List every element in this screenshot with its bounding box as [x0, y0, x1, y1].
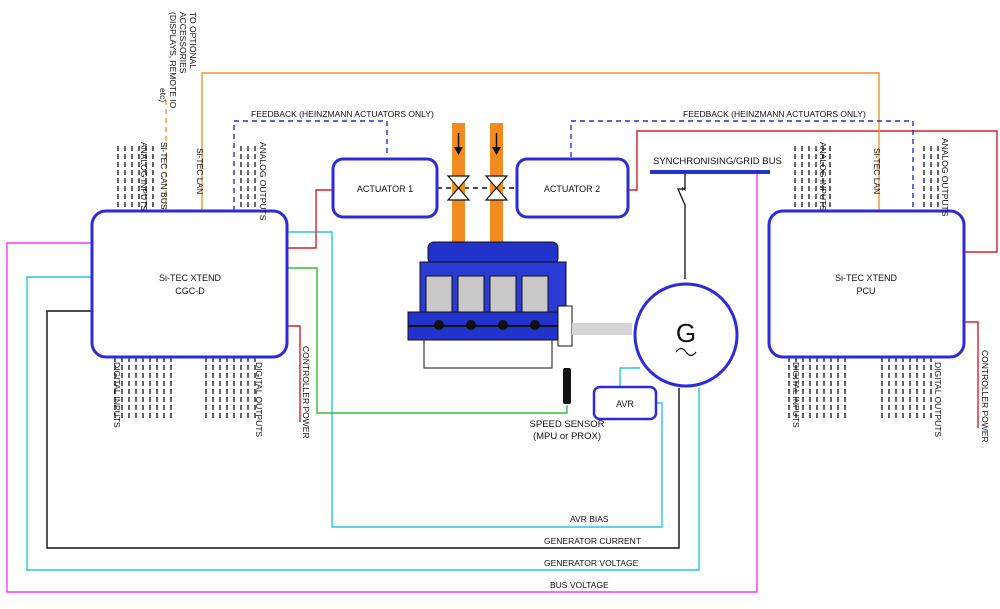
- cgc-title: Si-TEC XTEND: [159, 273, 222, 283]
- optional-accessories-label-4: etc): [158, 88, 168, 102]
- left-analog-inputs-label: ANALOG INPUTS: [139, 142, 149, 211]
- right-digital-outputs-label: DIGITAL OUTPUTS: [933, 362, 943, 437]
- feedback-left-label: FEEDBACK (HEINZMANN ACTUATORS ONLY): [251, 109, 434, 119]
- speed-sensor-label-2: (MPU or PROX): [533, 431, 601, 442]
- lan-wire: [201, 72, 880, 211]
- left-analog-outputs-label: ANALOG OUTPUTS: [258, 142, 268, 221]
- left-bottom-io-lines: [114, 357, 256, 420]
- feedback-right-wire: [570, 120, 914, 211]
- optional-accessories-label-2: ACCESSORIES: [178, 12, 188, 74]
- right-digital-inputs-label: DIGITAL INPUTS: [791, 362, 801, 428]
- right-top-io-lines: [794, 146, 939, 211]
- speed-sensor-wire: [287, 267, 568, 414]
- generator-voltage-label: GENERATOR VOLTAGE: [544, 558, 639, 568]
- generator-symbol: [633, 282, 739, 388]
- breaker-symbol: ×: [681, 184, 687, 195]
- cgc-controller-box[interactable]: [90, 209, 289, 359]
- ac-wave-icon: [675, 347, 697, 357]
- bus-voltage-wire: [6, 172, 758, 593]
- feedback-left-wire: [233, 120, 388, 211]
- right-analog-inputs-label: ANALOG INPUTS: [818, 142, 828, 211]
- avr-box[interactable]: [592, 385, 658, 421]
- right-bottom-io-lines: [788, 357, 932, 420]
- actuator2-box[interactable]: [515, 157, 630, 219]
- engine-illustration: [407, 241, 632, 404]
- generator-current-wire: [46, 310, 680, 549]
- left-digital-inputs-label: DIGITAL INPUTS: [112, 362, 122, 428]
- avr-bias-wire: [287, 231, 663, 528]
- right-controller-power-wire: [964, 321, 979, 428]
- speed-sensor-label-1: SPEED SENSOR: [530, 419, 605, 430]
- pcu-title: Si-TEC XTEND: [835, 273, 898, 283]
- actuator1-box[interactable]: [331, 157, 439, 219]
- left-controller-power-wire: [287, 325, 301, 422]
- left-top-io-lines: [117, 146, 256, 211]
- left-lan-label: Si-TEC LAN: [195, 148, 205, 194]
- breaker-wire: [677, 172, 686, 279]
- right-lan-label: Si-TEC LAN: [872, 148, 882, 194]
- generator-current-label: GENERATOR CURRENT: [544, 536, 641, 546]
- actuator1-control-wire: [287, 189, 333, 249]
- right-analog-outputs-label: ANALOG OUTPUTS: [940, 138, 950, 217]
- generator-letter: G: [676, 318, 696, 348]
- right-controller-power-label: CONTROLLER POWER: [980, 350, 990, 443]
- pcu-controller-box[interactable]: [767, 209, 966, 359]
- avr-label: AVR: [616, 399, 634, 409]
- avr-bias-label: AVR BIAS: [570, 514, 609, 524]
- left-controller-power-label: CONTROLLER POWER: [301, 346, 311, 439]
- left-can-bus-label: Si-TEC CAN BUS: [159, 142, 169, 210]
- sync-bus-label: SYNCHRONISING/GRID BUS: [653, 156, 782, 167]
- actuator1-label: ACTUATOR 1: [357, 184, 413, 194]
- generator-voltage-wire: [26, 276, 700, 571]
- optional-accessories-label-3: (DISPLAYS, REMOTE IO: [168, 12, 178, 109]
- bus-voltage-label: BUS VOLTAGE: [550, 580, 609, 590]
- actuator2-label: ACTUATOR 2: [544, 184, 600, 194]
- avr-to-generator-wire: [619, 367, 640, 387]
- pcu-model: PCU: [856, 286, 875, 296]
- optional-accessories-label-1: TO OPTIONAL: [188, 12, 198, 69]
- cgc-model: CGC-D: [175, 286, 205, 296]
- valve-icon: [446, 175, 509, 201]
- feedback-right-label: FEEDBACK (HEINZMANN ACTUATORS ONLY): [683, 109, 866, 119]
- actuator2-control-wire: [628, 130, 998, 253]
- left-digital-outputs-label: DIGITAL OUTPUTS: [254, 362, 264, 437]
